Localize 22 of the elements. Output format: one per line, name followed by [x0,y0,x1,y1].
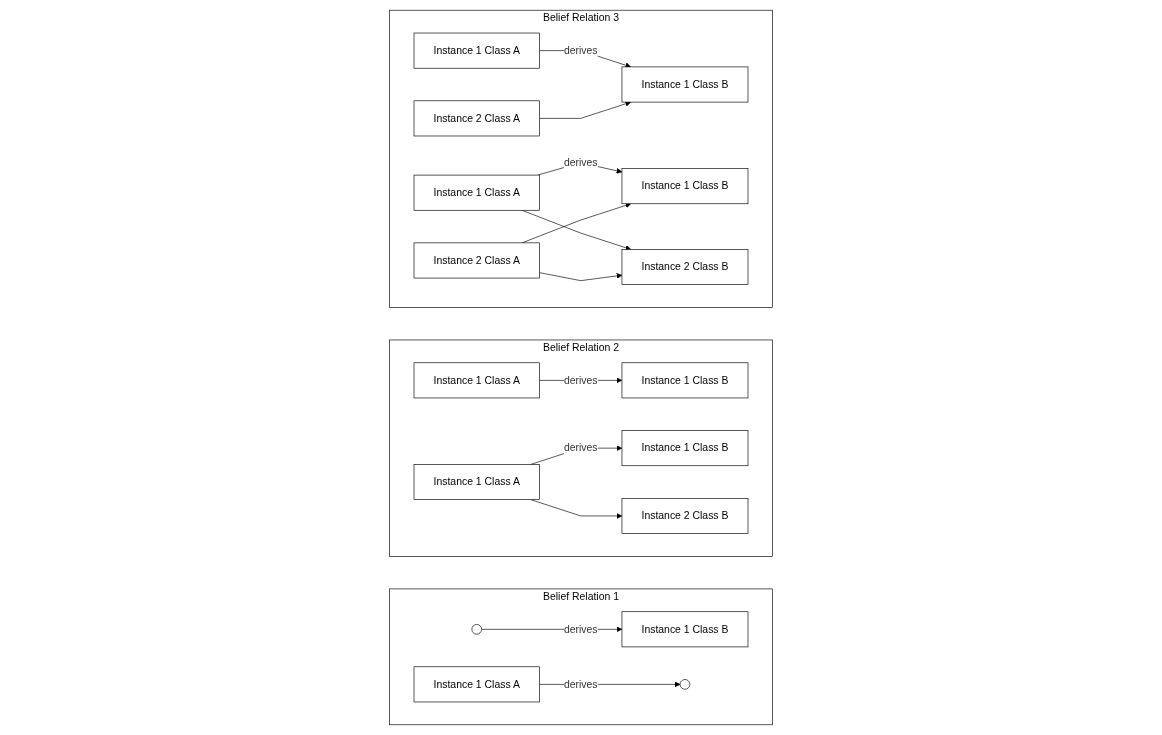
node-box: Instance 1 Class B [621,66,749,103]
node-circle [471,624,482,635]
node-box: Instance 1 Class A [413,464,540,500]
node-box: Instance 1 Class A [413,666,540,703]
edge-label: derives [563,442,598,454]
edge-label: derives [563,44,598,56]
node-box: Instance 1 Class B [621,611,749,648]
node-box: Instance 1 Class B [621,430,749,467]
edge-label: derives [563,678,598,690]
node-box: Instance 2 Class A [413,100,540,137]
edge-label: derives [563,623,598,635]
node-box: Instance 1 Class A [413,174,540,211]
edge-label: derives [563,374,598,386]
edge-label: derives [563,156,598,168]
node-box: Instance 1 Class B [621,168,749,205]
node-box: Instance 2 Class B [621,249,749,285]
node-circle [679,679,691,690]
node-box: Instance 1 Class A [413,32,540,69]
node-box: Instance 2 Class A [413,242,540,279]
node-box: Instance 1 Class B [621,362,749,399]
node-box: Instance 1 Class A [413,362,540,399]
node-box: Instance 2 Class B [621,498,749,534]
